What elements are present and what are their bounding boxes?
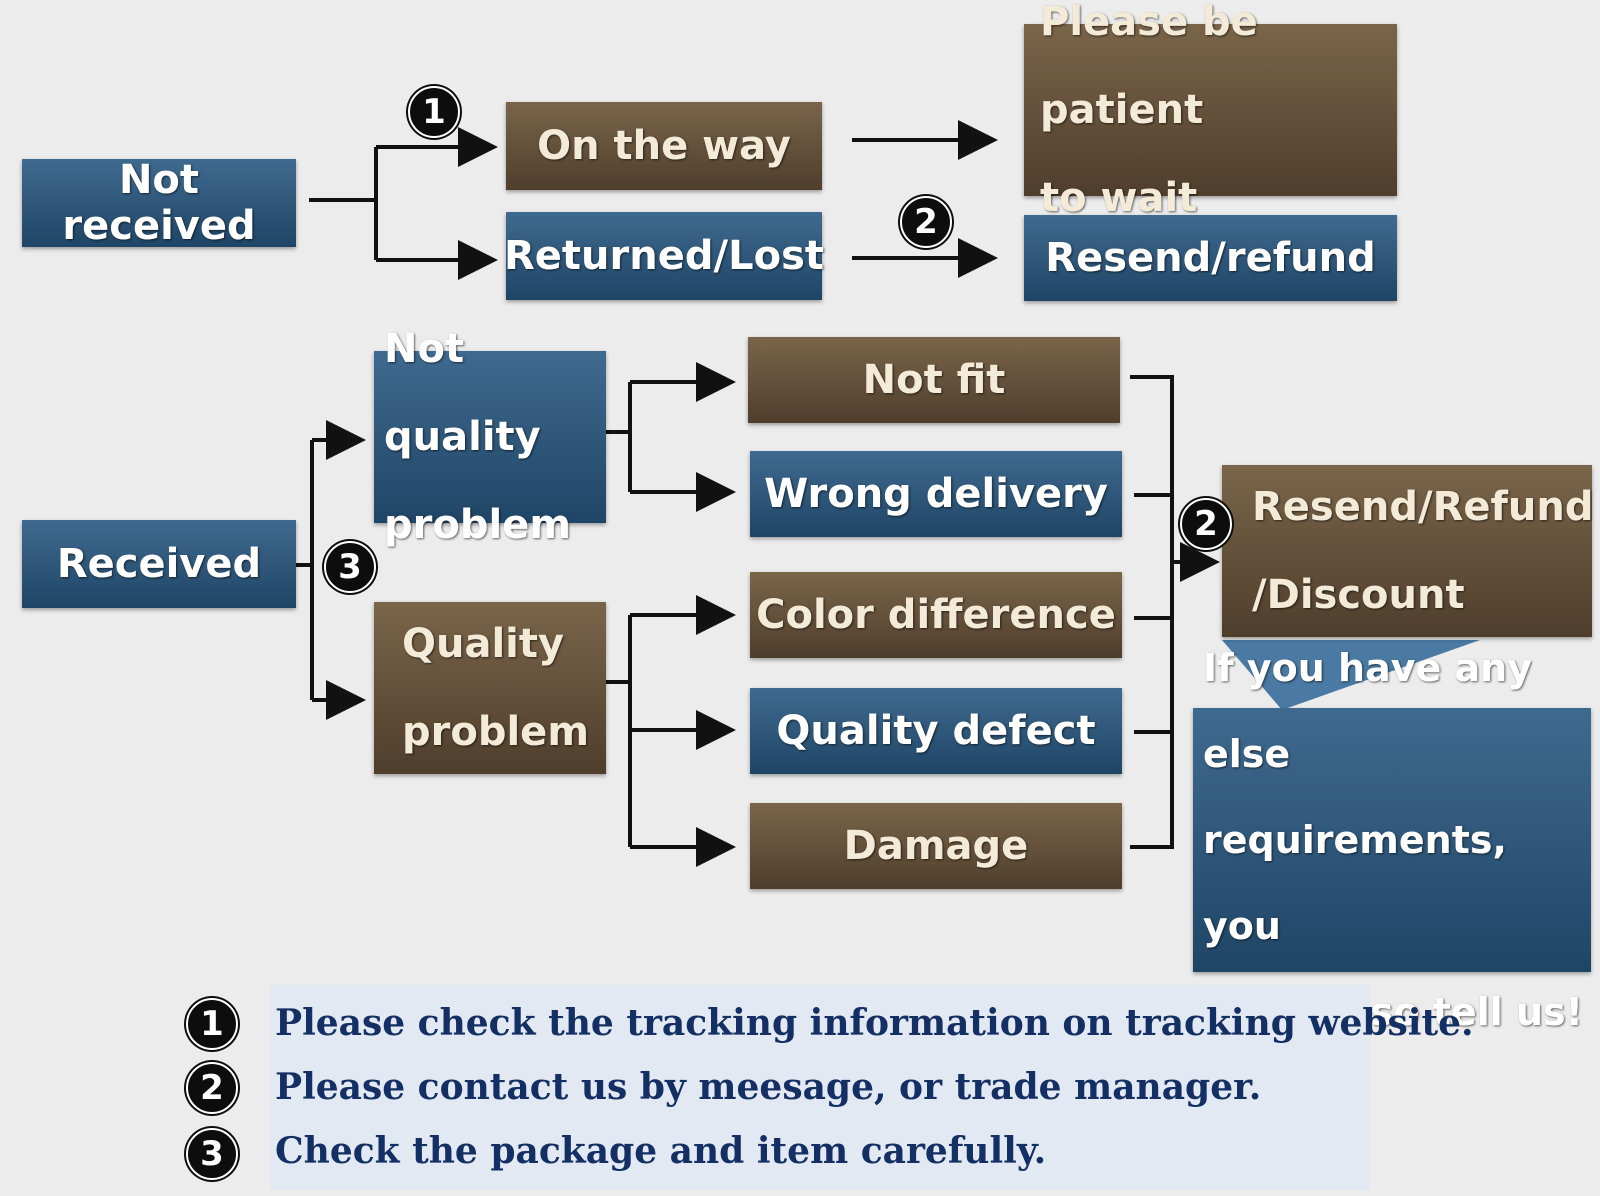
callout-line-1: If you have any else [1203,646,1532,776]
not-received-label: Not received [62,157,256,249]
not-fit-label: Not fit [862,357,1006,403]
please-wait-line-2: to wait [1040,175,1198,221]
damage-box: Damage [750,803,1122,889]
quality-defect-label: Quality defect [776,708,1096,754]
color-difference-label: Color difference [756,592,1116,638]
legend-badge-1: 1 [186,998,238,1050]
legend-badge-3-number: 3 [200,1134,224,1174]
please-wait-box: Please be patient to wait [1024,0,1397,221]
resend-refund-box: Resend/refund [1024,215,1397,301]
legend-note-3-text: Check the package and item carefully. [275,1130,1047,1172]
received-box: Received [22,520,296,608]
legend-note-2: Please contact us by meesage, or trade m… [275,1066,1261,1108]
resend-refund-discount-line-1: Resend/Refund [1252,484,1594,530]
quality-problem-line-1: Quality [402,621,565,667]
not-quality-problem-line-2: problem [384,502,571,548]
color-difference-box: Color difference [750,572,1122,658]
wrong-delivery-box: Wrong delivery [750,451,1122,537]
step-3-badge: 3 [324,541,376,593]
legend-note-1: Please check the tracking information on… [275,1002,1474,1044]
returned-lost-label: Returned/Lost [504,233,824,279]
requirements-callout: If you have any else requirements, you c… [1193,646,1591,1034]
step-2-badge-right: 2 [1180,498,1232,550]
legend-note-2-text: Please contact us by meesage, or trade m… [275,1066,1262,1108]
step-1-badge-number: 1 [422,92,446,132]
not-quality-problem-box: Not quality problem [374,326,606,548]
legend-note-3: Check the package and item carefully. [275,1130,1046,1172]
step-2-badge-top: 2 [900,196,952,248]
legend-note-1-text: Please check the tracking information on… [275,1002,1474,1044]
legend-panel [270,985,1370,1190]
on-the-way-label: On the way [537,123,791,169]
not-fit-box: Not fit [748,337,1120,423]
step-1-badge: 1 [408,86,460,138]
quality-problem-box: Quality problem [374,602,606,774]
legend-badge-2-number: 2 [200,1068,224,1108]
callout-line-2: requirements, you [1203,818,1507,948]
not-quality-problem-line-1: Not quality [384,326,541,460]
legend-badge-1-number: 1 [200,1004,224,1044]
returned-lost-box: Returned/Lost [504,212,824,300]
quality-problem-line-2: problem [402,709,589,755]
resend-refund-discount-box: Resend/Refund /Discount [1222,465,1594,637]
received-label: Received [56,541,262,587]
damage-label: Damage [843,823,1029,869]
on-the-way-box: On the way [506,102,822,190]
step-2-badge-right-number: 2 [1194,504,1218,544]
resend-refund-discount-line-2: /Discount [1252,572,1465,618]
step-3-badge-number: 3 [338,547,362,587]
legend-badge-2: 2 [186,1062,238,1114]
please-wait-line-1: Please be patient [1040,0,1258,133]
wrong-delivery-label: Wrong delivery [764,471,1108,517]
step-2-badge-top-number: 2 [914,202,938,242]
legend-badge-3: 3 [186,1128,238,1180]
resend-refund-label: Resend/refund [1045,235,1376,281]
not-received-box: Not received [22,157,296,249]
quality-defect-box: Quality defect [750,688,1122,774]
